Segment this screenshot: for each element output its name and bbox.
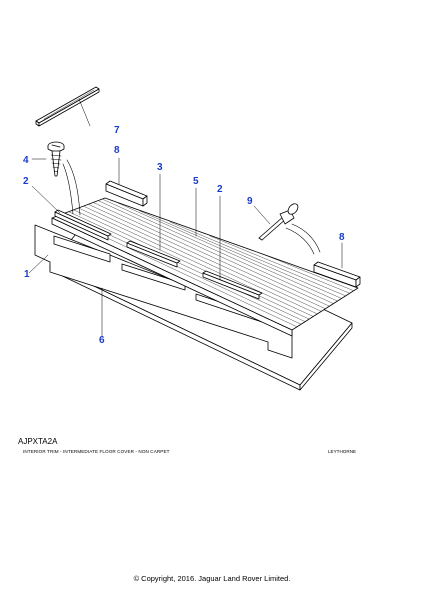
rivet-part-9 bbox=[258, 203, 299, 241]
callout-2-right: 2 bbox=[217, 184, 223, 195]
callout-9: 9 bbox=[247, 196, 253, 207]
install-arrows bbox=[62, 159, 321, 255]
callout-8-left: 8 bbox=[114, 145, 120, 156]
strip-part-7 bbox=[35, 86, 100, 127]
callout-8-right: 8 bbox=[339, 232, 345, 243]
callout-1: 1 bbox=[24, 269, 30, 280]
illustration-description: INTERIOR TRIM - INTERMEDIATE FLOOR COVER… bbox=[23, 449, 170, 454]
callout-5: 5 bbox=[193, 176, 199, 187]
illustration-code: AJPXTA2A bbox=[18, 437, 58, 446]
end-cap-part-8-right bbox=[313, 261, 361, 288]
copyright-notice: © Copyright, 2016. Jaguar Land Rover Lim… bbox=[133, 574, 291, 583]
callout-3: 3 bbox=[157, 162, 163, 173]
end-cap-part-8-left bbox=[105, 180, 148, 207]
trim-strip-part-2-right bbox=[202, 270, 263, 300]
vehicle-name: LEYTHORNE bbox=[328, 449, 357, 454]
leader-lines bbox=[28, 98, 343, 338]
callout-2-left: 2 bbox=[23, 176, 29, 187]
screw-part-4 bbox=[47, 141, 65, 177]
callout-7: 7 bbox=[114, 125, 120, 136]
trim-strip-part-2-left bbox=[54, 209, 112, 241]
callout-6: 6 bbox=[99, 335, 105, 346]
ribbed-floor-cover-part-5 bbox=[51, 197, 359, 337]
callout-4: 4 bbox=[23, 155, 29, 166]
trim-strip-part-3 bbox=[126, 240, 181, 268]
